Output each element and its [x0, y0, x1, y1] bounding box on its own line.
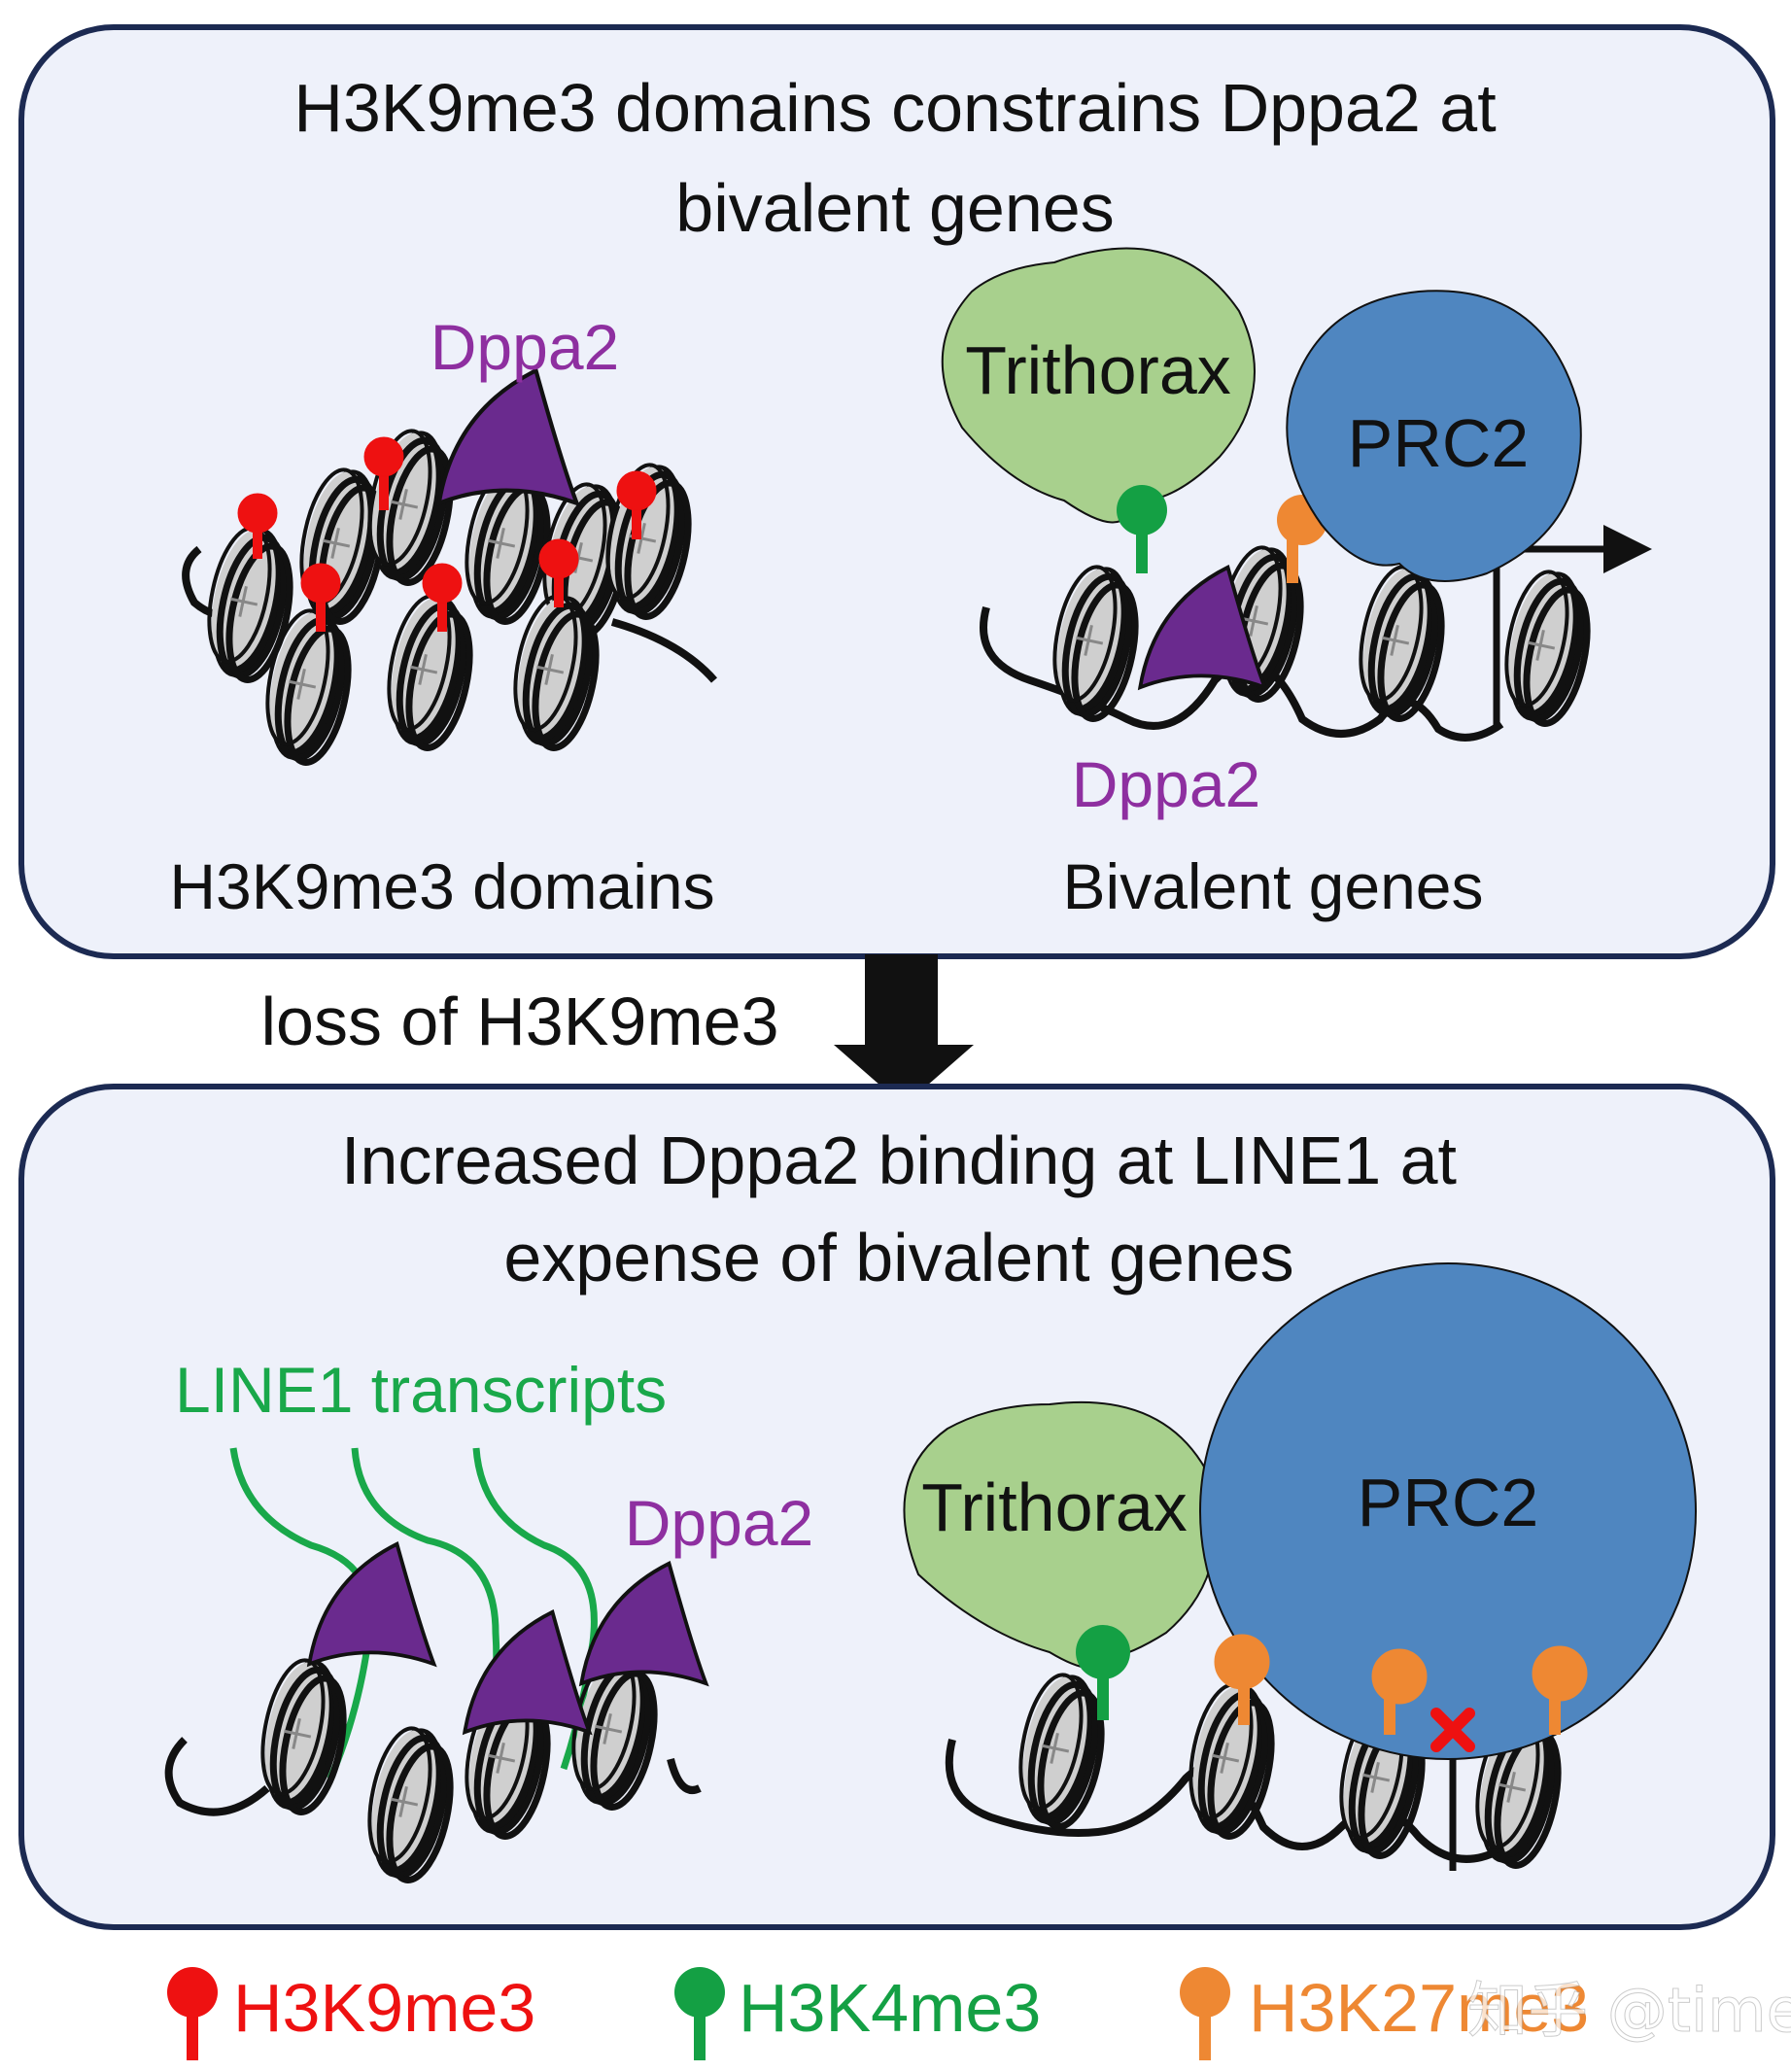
line1-chromatin: [164, 1648, 702, 1885]
h3k9me3-mark: [422, 563, 463, 632]
legend-item-h3k9me3: H3K9me3: [167, 1967, 535, 2060]
h3k27me3-mark: [1214, 1634, 1270, 1725]
dppa2-label-top-left: Dppa2: [431, 311, 620, 383]
h3k9me3-mark: [538, 538, 579, 607]
legend-item-h3k27me3: H3K27me3: [1180, 1967, 1589, 2060]
h3k9me3-domain-cluster: [182, 424, 718, 768]
blocked-transcription-cross: [1430, 1708, 1475, 1752]
h3k9me3-mark: [616, 470, 657, 539]
dppa2-label-bottom: Dppa2: [625, 1487, 814, 1559]
trithorax-label-top: Trithorax: [965, 332, 1231, 408]
legend-label-h3k27me3: H3K27me3: [1249, 1970, 1589, 2046]
prc2-complex-top: [1286, 290, 1582, 582]
prc2-complex-bottom: [1199, 1262, 1697, 1760]
prc2-label-bottom: PRC2: [1358, 1465, 1539, 1540]
dppa2-label-top-right: Dppa2: [1072, 748, 1261, 820]
h3k27me3-mark: [1532, 1645, 1588, 1735]
h3k9me3-mark: [300, 563, 341, 632]
line1-transcripts-label: LINE1 transcripts: [175, 1354, 667, 1426]
bottom-title-line2: expense of bivalent genes: [503, 1220, 1293, 1295]
top-title-line1: H3K9me3 domains constrains Dppa2 at: [293, 70, 1496, 146]
top-title-line2: bivalent genes: [675, 170, 1114, 246]
bivalent-chromatin-bottom: [945, 1668, 1572, 1871]
top-right-caption: Bivalent genes: [1063, 850, 1484, 922]
trithorax-label-bottom: Trithorax: [921, 1469, 1188, 1545]
bottom-panel: Increased Dppa2 binding at LINE1 at expe…: [18, 1084, 1775, 1930]
transition-arrow: [834, 954, 974, 1106]
legend: H3K9me3 H3K4me3 H3K27me3: [167, 1967, 1589, 2060]
tss-arrow-head-top: [1603, 525, 1652, 573]
h3k9me3-marks-top: [237, 436, 657, 632]
legend-label-h3k4me3: H3K4me3: [739, 1970, 1041, 2046]
h3k4me3-mark-top: [1117, 485, 1167, 573]
h3k4me3-mark-bottom: [1076, 1625, 1130, 1720]
h3k27me3-mark: [1371, 1648, 1428, 1735]
legend-label-h3k9me3: H3K9me3: [233, 1970, 535, 2046]
bottom-title-line1: Increased Dppa2 binding at LINE1 at: [341, 1122, 1457, 1198]
legend-item-h3k4me3: H3K4me3: [674, 1967, 1041, 2060]
prc2-label-top: PRC2: [1348, 405, 1530, 481]
loss-of-h3k9me3-label: loss of H3K9me3: [260, 984, 778, 1059]
h3k9me3-mark: [237, 493, 278, 559]
h3k27me3-marks-bottom: [1214, 1634, 1588, 1735]
watermark: 知乎 @time: [1467, 1975, 1791, 2046]
top-left-caption: H3K9me3 domains: [169, 850, 714, 922]
h3k9me3-mark: [363, 436, 404, 510]
top-panel: H3K9me3 domains constrains Dppa2 at biva…: [18, 24, 1775, 959]
